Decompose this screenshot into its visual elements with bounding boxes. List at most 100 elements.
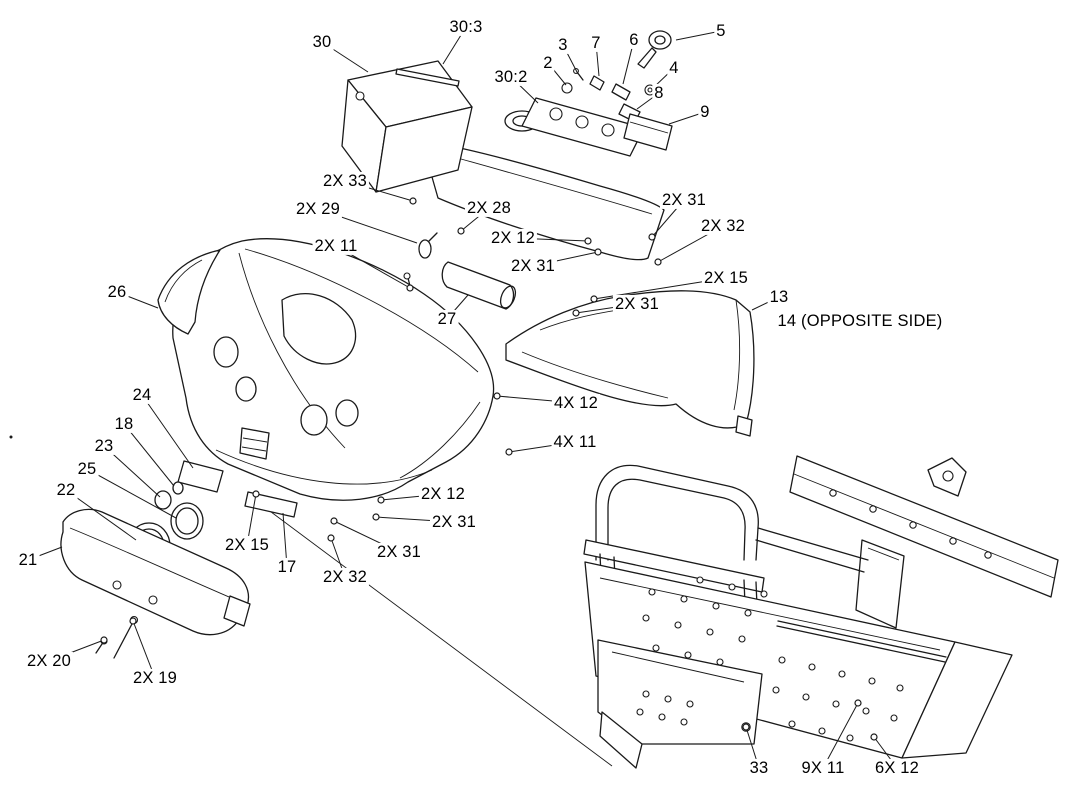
leader-line	[132, 620, 156, 679]
callout-2x-28: 2X 28	[464, 198, 514, 218]
headlight	[213, 336, 239, 368]
fastener-icon	[648, 233, 656, 241]
callout-2: 2	[541, 53, 555, 73]
leader-line	[65, 489, 137, 541]
seat-support-tube	[595, 464, 869, 573]
callout-4x-11: 4X 11	[551, 432, 599, 452]
fastener-icon	[594, 248, 602, 256]
cylinder-27	[441, 261, 517, 310]
fender-panel	[505, 290, 755, 437]
callout-9x-11: 9X 11	[799, 758, 847, 778]
pan-holes-b	[772, 656, 904, 742]
callout-2x-29: 2X 29	[293, 199, 343, 219]
fastener-icon	[590, 295, 598, 303]
callout-2x-31: 2X 31	[429, 512, 479, 532]
fastener-icon	[406, 284, 414, 292]
callout-2x-32: 2X 32	[320, 567, 370, 587]
dash-panel-30-2	[521, 97, 645, 157]
fastener-icon	[100, 636, 108, 644]
callout-2x-11: 2X 11	[312, 236, 360, 256]
leader-line	[822, 702, 859, 769]
leader-line	[86, 468, 177, 519]
frame-assembly	[583, 455, 1059, 769]
callout-33: 33	[747, 758, 771, 778]
callout-4x-12: 4X 12	[551, 393, 601, 413]
callout-21: 21	[16, 550, 40, 570]
callout-2x-15: 2X 15	[222, 535, 272, 555]
fastener-icon	[377, 496, 385, 504]
fastener-icon	[572, 309, 580, 317]
fastener-icon	[372, 513, 380, 521]
strip-17	[244, 491, 298, 518]
headlight	[335, 399, 359, 427]
callout-2x-12: 2X 12	[418, 484, 468, 504]
callout-2x-33: 2X 33	[320, 171, 370, 191]
fastener-icon	[457, 227, 465, 235]
strip-30-3	[395, 68, 460, 87]
callout-7: 7	[589, 33, 603, 53]
bolt-19	[113, 621, 134, 659]
fastener-icon	[742, 723, 750, 731]
fastener-icon	[584, 237, 592, 245]
fastener-icon	[409, 197, 417, 205]
grille	[281, 292, 357, 365]
callout-14-opposite-side-: 14 (OPPOSITE SIDE)	[775, 311, 945, 331]
callout-25: 25	[75, 459, 99, 479]
front-vent	[239, 427, 270, 460]
callout-18: 18	[112, 414, 136, 434]
callout-26: 26	[105, 282, 129, 302]
callout-30:2: 30:2	[492, 67, 530, 87]
callout-2x-12: 2X 12	[488, 228, 538, 248]
callout-30:3: 30:3	[447, 17, 485, 37]
front-bracket	[597, 639, 763, 769]
callout-3: 3	[556, 35, 570, 55]
fastener-icon	[330, 517, 338, 525]
side-panel-26	[157, 249, 221, 335]
callout-2x-31: 2X 31	[374, 542, 424, 562]
callout-9: 9	[698, 102, 712, 122]
fastener-icon	[654, 258, 662, 266]
callout-6x-12: 6X 12	[872, 758, 922, 778]
label-plate-24	[177, 460, 224, 493]
callout-8: 8	[652, 83, 666, 103]
callout-2x-31: 2X 31	[612, 294, 662, 314]
callout-2x-19: 2X 19	[130, 668, 180, 688]
headlight	[235, 376, 257, 402]
pan-holes-a	[642, 576, 768, 666]
callout-6: 6	[627, 30, 641, 50]
part-7	[589, 75, 605, 91]
part-6	[611, 83, 631, 101]
callout-4: 4	[667, 58, 681, 78]
alignment-line	[254, 499, 613, 767]
fastener-icon	[252, 490, 260, 498]
fastener-icon	[493, 392, 501, 400]
clip-29	[418, 232, 438, 259]
ring-18	[172, 481, 184, 495]
fastener-icon	[129, 617, 137, 625]
key-5	[637, 30, 672, 69]
hood	[172, 238, 495, 501]
callout-2x-31: 2X 31	[659, 190, 709, 210]
module-9	[623, 113, 673, 151]
fastener-icon	[505, 448, 513, 456]
headlight	[300, 404, 328, 436]
fastener-icon	[854, 699, 862, 707]
leader-line	[123, 423, 175, 487]
callout-30: 30	[310, 32, 334, 52]
callout-5: 5	[714, 21, 728, 41]
callout-24: 24	[130, 385, 154, 405]
callout-22: 22	[54, 480, 78, 500]
stray-dot	[9, 435, 13, 439]
callout-2x-32: 2X 32	[698, 216, 748, 236]
callout-2x-31: 2X 31	[508, 256, 558, 276]
part-2	[561, 82, 573, 94]
fastener-icon	[870, 733, 878, 741]
callout-13: 13	[767, 287, 791, 307]
console-assembly	[341, 30, 673, 310]
fastener-icon	[327, 534, 335, 542]
callout-2x-20: 2X 20	[24, 651, 74, 671]
callout-23: 23	[92, 436, 116, 456]
